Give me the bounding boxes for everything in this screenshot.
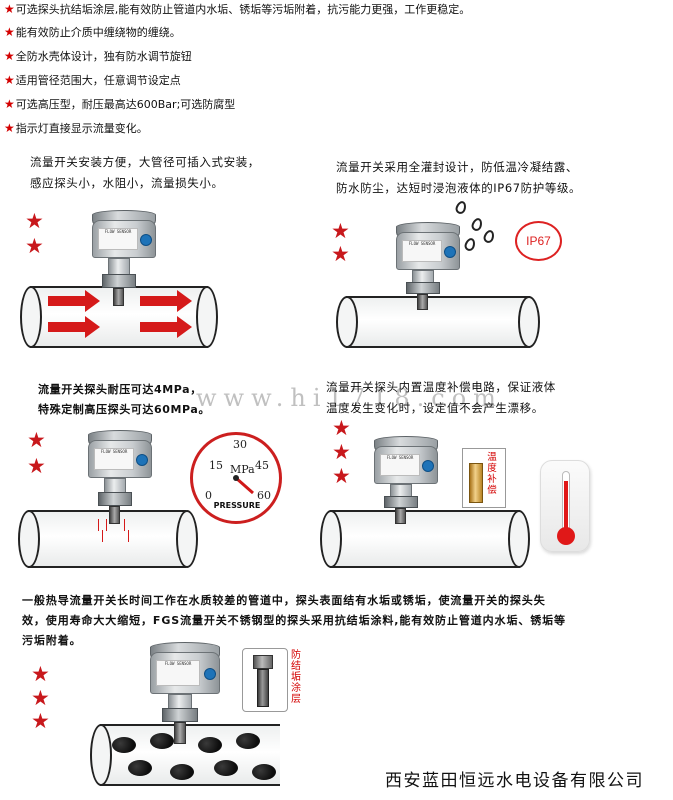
scale-deposit-icon xyxy=(252,764,276,780)
star-bullet-icon: ★ xyxy=(4,25,15,39)
scale-deposit-icon xyxy=(112,737,136,753)
star-bullet-icon: ★ xyxy=(4,73,15,87)
pipe-end xyxy=(518,296,540,348)
gauge-tick: 60 xyxy=(257,489,271,502)
gauge-tick: 30 xyxy=(233,438,247,451)
pressure-gauge: 30 15 45 0 60 MPa PRESSURE xyxy=(190,432,282,524)
flow-arrow-icon xyxy=(48,290,100,312)
pipe-end xyxy=(196,286,218,348)
star-icon: ★ xyxy=(331,219,350,243)
sensor-nut xyxy=(406,282,440,294)
coated-probe xyxy=(469,463,483,503)
star-bullet-icon: ★ xyxy=(4,2,15,16)
sensor-nut xyxy=(384,496,418,508)
sensor-probe xyxy=(113,288,124,306)
gauge-tick: 0 xyxy=(205,489,212,502)
company-name: 西安蓝田恒远水电设备有限公司 xyxy=(385,771,644,791)
install-caption: 流量开关安装方便，大管径可插入式安装， 感应探头小，水阻小，流量损失小。 xyxy=(30,155,260,190)
sensor-nut xyxy=(98,492,132,506)
probe-callout xyxy=(462,448,506,508)
pipe-end xyxy=(18,510,40,568)
feature-item: ★可选探头抗结垢涂层,能有效防止管道内水垢、锈垢等污垢附着，抗污能力更强，工作更… xyxy=(4,2,471,16)
pipe-end xyxy=(90,724,112,786)
scale-deposit-icon xyxy=(170,764,194,780)
watermark: www.hi1718.com xyxy=(196,384,503,412)
star-icon: ★ xyxy=(27,454,46,478)
scale-deposit-icon xyxy=(128,760,152,776)
sensor-label: FLOW SENSOR xyxy=(156,660,200,686)
water-drop-icon xyxy=(463,236,477,253)
sensor-nut xyxy=(102,274,136,288)
water-drop-icon xyxy=(470,216,484,233)
sensor-probe xyxy=(174,722,186,744)
feature-item: ★适用管径范围大，任意调节设定点 xyxy=(4,73,181,87)
pipe-end xyxy=(176,510,198,568)
star-icon: ★ xyxy=(331,242,350,266)
water-drop-icon xyxy=(454,199,468,216)
sensor-probe xyxy=(109,506,120,524)
star-icon: ★ xyxy=(27,428,46,452)
feature-item: ★能有效防止介质中缠绕物的缠绕。 xyxy=(4,25,181,39)
coating-caption: 一般热导流量开关长时间工作在水质较差的管道中，探头表面结有水垢或锈垢，使流量开关… xyxy=(22,594,566,647)
sensor-probe xyxy=(417,294,428,310)
scale-deposit-icon xyxy=(236,733,260,749)
feature-item: ★指示灯直接显示流量变化。 xyxy=(4,121,148,135)
indicator-light-icon xyxy=(140,234,152,246)
gauge-unit: MPa xyxy=(230,463,255,476)
star-bullet-icon: ★ xyxy=(4,49,15,63)
indicator-light-icon xyxy=(444,246,456,258)
probe-label: 防结垢涂层 xyxy=(291,650,301,705)
pipe xyxy=(330,510,520,568)
feature-item: ★全防水壳体设计，独有防水调节旋钮 xyxy=(4,49,192,63)
star-icon: ★ xyxy=(31,662,50,686)
coated-probe xyxy=(257,669,269,707)
indicator-light-icon xyxy=(136,454,148,466)
sensor-label: FLOW SENSOR xyxy=(402,240,442,262)
star-icon: ★ xyxy=(31,709,50,733)
star-bullet-icon: ★ xyxy=(4,97,15,111)
scale-deposit-icon xyxy=(214,760,238,776)
pipe xyxy=(28,510,186,568)
sensor-label: FLOW SENSOR xyxy=(98,228,138,250)
ip67-badge: IP67 xyxy=(515,221,562,261)
pipe-end xyxy=(508,510,530,568)
probe-callout xyxy=(242,648,288,712)
gauge-tick: 15 xyxy=(209,459,223,472)
sensor-nut xyxy=(162,708,198,722)
star-bullet-icon: ★ xyxy=(4,121,15,135)
gauge-needle-icon xyxy=(233,475,254,495)
pipe-end xyxy=(320,510,342,568)
star-icon: ★ xyxy=(332,464,351,488)
sensor-label: FLOW SENSOR xyxy=(380,454,420,476)
gauge-tick: 45 xyxy=(255,459,269,472)
sealed-caption: 流量开关采用全灌封设计，防低温冷凝结露、 防水防尘，达短时浸泡液体的IP67防护… xyxy=(336,160,582,195)
sensor-probe xyxy=(395,508,406,524)
scale-deposit-icon xyxy=(150,733,174,749)
temperature-caption: 流量开关探头内置温度补偿电路，保证液体 温度发生变化时，设定值不会产生漂移。 xyxy=(326,380,556,415)
thermometer-icon xyxy=(540,460,590,552)
feature-item: ★可选高压型，耐压最高达600Bar;可选防腐型 xyxy=(4,97,236,111)
water-drop-icon xyxy=(482,228,496,245)
pipe xyxy=(346,296,530,348)
star-icon: ★ xyxy=(31,686,50,710)
star-icon: ★ xyxy=(332,440,351,464)
flow-arrow-icon xyxy=(140,290,192,312)
pressure-caption: 流量开关探头耐压可达4MPa， 特殊定制高压探头可达60MPa。 xyxy=(38,383,211,416)
star-icon: ★ xyxy=(25,209,44,233)
indicator-light-icon xyxy=(422,460,434,472)
scale-deposit-icon xyxy=(198,737,222,753)
pipe-end xyxy=(336,296,358,348)
star-icon: ★ xyxy=(332,416,351,440)
star-icon: ★ xyxy=(25,234,44,258)
sensor-label: FLOW SENSOR xyxy=(94,448,134,470)
probe-label: 温度补偿 xyxy=(487,452,497,496)
flow-arrow-icon xyxy=(48,316,100,338)
pipe-end xyxy=(20,286,42,348)
gauge-label: PRESSURE xyxy=(213,501,261,510)
flow-arrow-icon xyxy=(140,316,192,338)
indicator-light-icon xyxy=(204,668,216,680)
